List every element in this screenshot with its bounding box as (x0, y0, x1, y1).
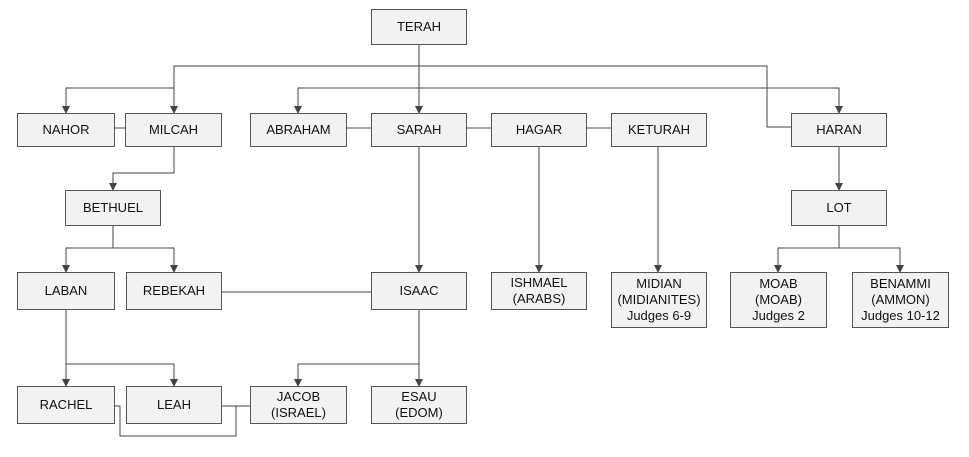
node-midian-line-1: MIDIAN (636, 276, 682, 291)
node-midian-line-2: (MIDIANITES) (617, 292, 701, 307)
node-rachel: RACHEL (17, 386, 115, 424)
node-rebekah: REBEKAH (126, 272, 222, 310)
bethuel-trunk (62, 226, 114, 273)
rachel-jacob-link (115, 405, 237, 437)
node-benammi-line-2: (AMMON) (871, 292, 930, 307)
node-jacob-line-2: (ISRAEL) (271, 405, 326, 420)
node-lot-label: LOT (826, 200, 852, 215)
node-sarah-label: SARAH (396, 122, 442, 137)
node-milcah-label: MILCAH (148, 122, 199, 137)
node-moab-line-3: Judges 2 (752, 308, 805, 323)
node-haran: HARAN (791, 113, 887, 147)
node-benammi-line-1: BENAMMI (870, 276, 931, 291)
node-abraham: ABRAHAM (250, 113, 347, 147)
node-esau-line-2: (EDOM) (395, 405, 443, 420)
lot-trunk (774, 226, 840, 273)
terah-to-haran-edge (419, 87, 843, 114)
node-keturah: KETURAH (611, 113, 707, 147)
node-nahor-label: NAHOR (42, 122, 90, 137)
node-moab-line-2: (MOAB) (755, 292, 802, 307)
node-rachel-label: RACHEL (39, 397, 93, 412)
node-nahor: NAHOR (17, 113, 115, 147)
node-lot: LOT (791, 190, 887, 226)
node-abraham-label: ABRAHAM (266, 122, 331, 137)
node-sarah: SARAH (371, 113, 467, 147)
node-moab-line-1: MOAB (759, 276, 798, 291)
node-hagar: HAGAR (491, 113, 587, 147)
node-bethuel-label: BETHUEL (83, 200, 143, 215)
isaac-to-jacob-edge (294, 363, 419, 387)
node-isaac: ISAAC (371, 272, 467, 310)
node-benammi: BENAMMI (AMMON) Judges 10-12 (852, 272, 949, 328)
node-laban: LABAN (17, 272, 115, 310)
node-terah: TERAH (371, 9, 467, 45)
node-jacob-line-1: JACOB (276, 389, 321, 404)
milcah-to-bethuel-edge (109, 147, 175, 191)
node-rebekah-label: REBEKAH (142, 283, 206, 298)
node-ishmael: ISHMAEL (ARABS) (491, 272, 587, 310)
node-isaac-label: ISAAC (399, 283, 439, 298)
terah-bus-left (173, 65, 419, 80)
terah-bus-right (419, 65, 791, 128)
node-terah-label: TERAH (396, 19, 442, 34)
node-midian-line-3: Judges 6-9 (626, 308, 692, 323)
terah-to-abraham-edge (294, 87, 419, 114)
node-milcah: MILCAH (125, 113, 222, 147)
node-ishmael-line-2: (ARABS) (512, 291, 566, 306)
node-bethuel: BETHUEL (65, 190, 161, 226)
lot-to-benammi-edge (839, 247, 904, 273)
node-leah: LEAH (126, 386, 222, 424)
node-leah-label: LEAH (157, 397, 191, 412)
node-midian: MIDIAN (MIDIANITES) Judges 6-9 (611, 272, 707, 328)
node-esau-line-1: ESAU (401, 389, 437, 404)
node-moab: MOAB (MOAB) Judges 2 (730, 272, 827, 328)
node-laban-label: LABAN (44, 283, 88, 298)
node-haran-label: HARAN (816, 122, 862, 137)
node-esau: ESAU (EDOM) (371, 386, 467, 424)
node-jacob: JACOB (ISRAEL) (250, 386, 347, 424)
bethuel-to-rebekah-edge (113, 247, 178, 273)
laban-to-leah-edge (66, 363, 178, 387)
node-hagar-label: HAGAR (515, 122, 563, 137)
node-keturah-label: KETURAH (627, 122, 691, 137)
terah-to-nahor-edge (62, 87, 174, 114)
node-benammi-line-3: Judges 10-12 (861, 308, 940, 323)
node-ishmael-line-1: ISHMAEL (510, 275, 568, 290)
